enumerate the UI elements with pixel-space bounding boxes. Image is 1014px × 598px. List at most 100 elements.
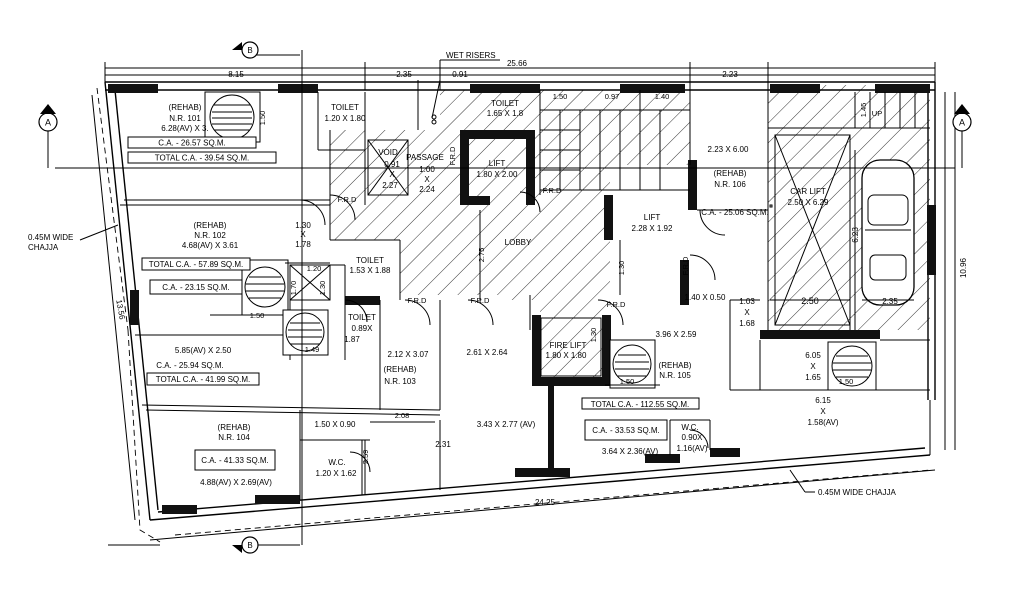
dimension-text: 8.15 <box>228 70 244 79</box>
fire-lift-size: 1.80 X 1.80 <box>546 351 587 360</box>
unit-name: N.R. 104 <box>218 433 250 442</box>
void-size: 2.27 <box>382 181 398 190</box>
ca-box <box>127 136 257 149</box>
dimension-labels: 25.66 8.15 2.35 0.91 2.23 1.50 0.97 1.40… <box>114 59 968 507</box>
section-marker-b-bottom: B <box>232 536 259 554</box>
chajja-label: 0.45M WIDE <box>28 233 73 242</box>
unit-name: N.R. 103 <box>384 377 416 386</box>
dimension-text: 1.30 <box>295 221 311 230</box>
unit-title: (REHAB) <box>169 103 202 112</box>
unit-size: 3.96 X 2.59 <box>656 330 697 339</box>
dimension-text: 1.20 <box>307 264 322 273</box>
dimension-text: 2.59 <box>361 450 370 465</box>
dimension-text: 1.30 <box>617 261 626 276</box>
dimension-text: 6.05 <box>805 351 821 360</box>
fire-lift-shaft <box>540 317 602 377</box>
dimension-text: 1.70 <box>289 281 298 296</box>
dimension-text: 1.50 <box>839 377 854 386</box>
toilet-size: 0.89X <box>352 324 374 333</box>
chajja-callout-left: 0.45M WIDE CHAJJA <box>28 224 119 252</box>
unit-size: 4.88(AV) X 2.69(AV) <box>200 478 272 487</box>
passage-size: X <box>424 175 430 184</box>
frd-label: F.R.D <box>543 186 562 195</box>
dimension-text: X <box>744 308 750 317</box>
dimension-text: 2.35 <box>882 297 898 306</box>
lift-size: 1.80 X 2.00 <box>477 170 518 179</box>
room-labels: TOILET 1.20 X 1.80 TOILET 1.65 X 1.8 TOI… <box>316 99 883 478</box>
toilet-size: 1.87 <box>344 335 360 344</box>
fire-lift-label: FIRE LIFT <box>550 341 587 350</box>
chajja-label: 0.45M WIDE CHAJJA <box>818 488 896 497</box>
lift-label: LIFT <box>489 159 506 168</box>
wc-size: 1.16(AV) <box>677 444 708 453</box>
wc-label: W.C. <box>328 458 345 467</box>
ac-unit-icon <box>827 341 877 391</box>
dimension-text: 1.68 <box>739 319 755 328</box>
dimension-text: 1.65 <box>805 373 821 382</box>
dimension-text: 0.97 <box>605 92 620 101</box>
unit-name: N.R. 105 <box>659 371 691 380</box>
duct-shaft <box>289 264 331 301</box>
unit-101-labels: (REHAB) N.R. 101 6.28(AV) X 3. C.A. - 26… <box>155 103 250 163</box>
wc-size: 0.90X <box>682 433 704 442</box>
ac-unit-icon <box>609 339 656 389</box>
toilet-label: TOILET <box>356 256 384 265</box>
total-ca-box <box>146 372 260 386</box>
dimension-text: 1.50 X 0.90 <box>315 420 356 429</box>
section-marker-b-top: B <box>232 41 259 59</box>
car-lift-shaft <box>774 134 851 326</box>
staircase <box>540 92 916 190</box>
unit-title: (REHAB) <box>194 221 227 230</box>
unit-105-labels: 3.96 X 2.59 (REHAB) N.R. 105 TOTAL C.A. … <box>591 330 697 456</box>
total-carpet-area: TOTAL C.A. - 112.55 SQ.M. <box>591 400 689 409</box>
dimension-lines <box>91 62 956 546</box>
frd-label: F.R.D <box>471 296 490 305</box>
section-marker-a-right: A <box>952 104 972 168</box>
dimension-text: 1.50 <box>250 311 265 320</box>
dimension-text: 1.50 <box>553 92 568 101</box>
section-label: A <box>45 118 51 128</box>
carpet-area: C.A. - 23.15 SQ.M. <box>162 283 230 292</box>
unit-name: N.R. 106 <box>714 180 746 189</box>
ca-box <box>194 449 276 471</box>
total-carpet-area: TOTAL C.A. - 41.99 SQ.M. <box>156 375 251 384</box>
dimension-text: 1.03 <box>739 297 755 306</box>
unit-102b-labels: 5.85(AV) X 2.50 C.A. - 25.94 SQ.M. TOTAL… <box>156 346 251 384</box>
chajja-callout-right: 0.45M WIDE CHAJJA <box>789 469 896 497</box>
unit-106-labels: 2.23 X 6.00 (REHAB) N.R. 106 C.A. - 25.0… <box>701 145 769 217</box>
dimension-text: 2.08 <box>395 411 410 420</box>
unit-size: 4.68(AV) X 3.61 <box>182 241 239 250</box>
dimension-text: 2.50 <box>801 296 819 306</box>
unit-size: 5.85(AV) X 2.50 <box>175 346 232 355</box>
section-label: B <box>247 46 252 55</box>
lift-size: 2.28 X 1.92 <box>632 224 673 233</box>
ac-unit-icon <box>282 309 329 356</box>
toilet-label: TOILET <box>491 99 519 108</box>
total-ca-box <box>127 151 277 164</box>
toilet-label: TOILET <box>331 103 359 112</box>
dimension-text: 3.43 X 2.77 (AV) <box>477 420 536 429</box>
dimension-text: 25.66 <box>507 59 528 68</box>
dimension-text: 2.35 <box>396 70 412 79</box>
unit-title: (REHAB) <box>714 169 747 178</box>
toilet-size: 1.65 X 1.8 <box>487 109 524 118</box>
total-ca-box <box>141 257 251 271</box>
frd-label: F.R.D <box>607 300 626 309</box>
carpet-area: C.A. - 33.53 SQ.M. <box>592 426 660 435</box>
dimension-text: 1.58(AV) <box>808 418 839 427</box>
dimension-text: 2.75 <box>477 248 486 263</box>
unit-name: N.R. 101 <box>169 114 201 123</box>
section-label: A <box>959 118 965 128</box>
dimension-text: 2.61 X 2.64 <box>467 348 508 357</box>
frd-label: F.R.D <box>681 256 690 275</box>
carpet-area: C.A. - 25.06 SQ.M. <box>701 208 769 217</box>
void-label: VOID <box>378 148 398 157</box>
dimension-text: 2.31 <box>435 440 451 449</box>
unit-name: N.R. 102 <box>194 231 226 240</box>
unit-title: (REHAB) <box>384 365 417 374</box>
dimension-text: 13.56 <box>114 299 126 321</box>
frd-label: F.R.D <box>408 296 427 305</box>
carpet-area: C.A. - 26.57 SQ.M. <box>158 139 226 148</box>
dimension-text: X <box>300 230 306 239</box>
